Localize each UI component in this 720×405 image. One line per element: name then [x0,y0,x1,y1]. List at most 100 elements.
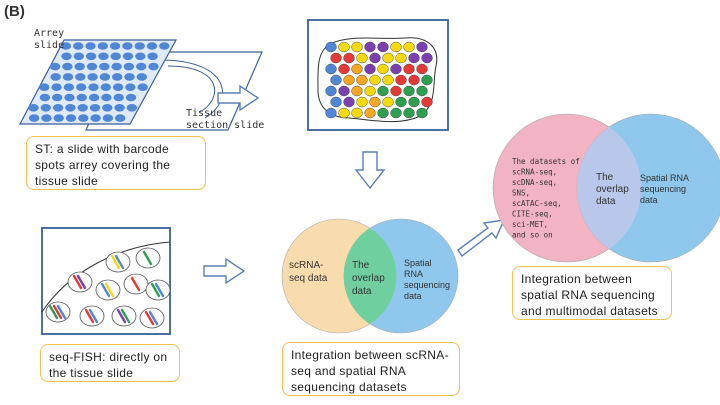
spatial-cell [325,85,337,97]
barcode-spot [97,42,109,50]
spatial-cell [416,107,428,119]
barcode-spot [99,73,111,81]
barcode-spot [146,42,158,50]
spatial-cell [382,52,394,64]
barcode-spot [76,93,88,102]
barcode-spot [40,104,51,112]
spatial-cell [395,52,407,64]
barcode-spot [90,114,101,122]
venn2-left-labels: The datasets ofscRNA-seq,scDNA-seq,SNS,s… [512,157,580,240]
spatial-cell [403,85,415,97]
venn2-overlap [576,127,642,249]
transcript-mark [114,254,125,270]
seqfish-tissue-edge [41,241,171,313]
spatial-cell [421,96,433,108]
venn2-left-label-line: The datasets of [512,157,580,166]
barcode-spot [53,114,64,122]
barcode-spot [85,52,97,61]
venn2-left-label-line: SNS, [512,189,530,198]
barcode-spot [148,62,159,71]
venn2-left-label-line: scDNA-seq, [512,178,557,187]
barcode-spot [62,73,74,81]
venn1-left-label-1: scRNA- [289,260,323,271]
spatial-cell [369,52,381,64]
transcript-mark [104,282,115,298]
spatial-cell [343,74,355,86]
spatial-cell [403,107,415,119]
barcode-spot [64,93,75,102]
spatial-cell [408,96,420,108]
barcode-spot [75,73,86,81]
spatial-cell [351,85,363,97]
spatial-cell [338,85,350,97]
fish-cell [105,251,131,273]
venn2-right-label-1: Spatial RNA [640,173,689,183]
barcode-spot [137,83,148,91]
spatial-cell [351,63,363,75]
transcript-mark [110,254,121,270]
spatial-cell [364,63,376,75]
barcode-spot [122,52,134,61]
transcript-mark [52,304,63,320]
barcode-spot [39,93,51,102]
barcode-spot [122,42,133,50]
venn2-caption-box: Integration between spatial RNA sequenci… [512,266,672,320]
fish-cell [95,279,121,301]
venn1-overlap-label-3: data [352,286,372,297]
barcode-spot [39,83,50,91]
barcode-spot [125,93,137,102]
spatial-cell [325,41,337,53]
transcript-mark [76,274,87,290]
spatial-cell [364,85,376,97]
spatial-cell [382,96,394,108]
barcode-spot [136,62,147,71]
transcript-mark [72,274,83,290]
barcode-spots [28,42,170,122]
venn1-left-label-2: seq data [289,273,328,284]
barcode-spot [63,83,75,91]
transcript-mark [56,304,67,320]
barcode-spot [88,83,99,91]
array-slide-label-1: Arrey [34,28,64,39]
barcode-spot [99,62,110,71]
barcode-spot [50,73,61,81]
transcript-mark [120,308,131,324]
spatial-cell [325,107,337,119]
spatial-cell [356,52,368,64]
spatial-cell [338,107,350,119]
barcode-spot [102,104,113,112]
spatial-cell [330,96,342,108]
spatial-cell [377,63,389,75]
spatial-cell [330,74,342,86]
barcode-spot [159,42,170,50]
venn2-overlap-label-2: overlap [596,184,629,195]
fish-cell [67,271,93,293]
barcode-spot [109,42,121,50]
venn1-right-label-2: RNA [404,269,423,279]
transcript-mark [88,308,99,324]
transcript-mark [116,308,127,324]
spatial-cell [395,74,407,86]
spatial-cell [377,41,389,53]
barcode-spot [98,52,109,61]
barcode-spot [52,93,63,102]
fish-cell [139,307,165,329]
transcript-mark [150,282,161,298]
barcode-spot [135,52,146,61]
barcode-spot [65,104,76,112]
barcode-spot [28,104,39,112]
fish-cell [79,305,105,327]
venn1-right-label-3: sequencing [404,280,450,290]
spatial-cell [416,63,428,75]
venn2-left-label-line: scATAC-seq, [512,199,562,208]
spatial-cell [343,52,355,64]
venn1-right-label-4: data [404,291,422,301]
venn2-left-label-line: CITE-seq, [512,210,553,219]
venn1-caption-box: Integration between scRNA-seq and spatia… [282,342,460,396]
arrow-right-2 [203,257,246,285]
transcript-mark [130,276,141,292]
seqfish-caption-box: seq-FISH: directly on the tissue slide [40,344,180,382]
venn2-left-label-line: sci-MET, [512,220,548,229]
barcode-spot [113,93,124,102]
barcode-spot [60,42,72,50]
